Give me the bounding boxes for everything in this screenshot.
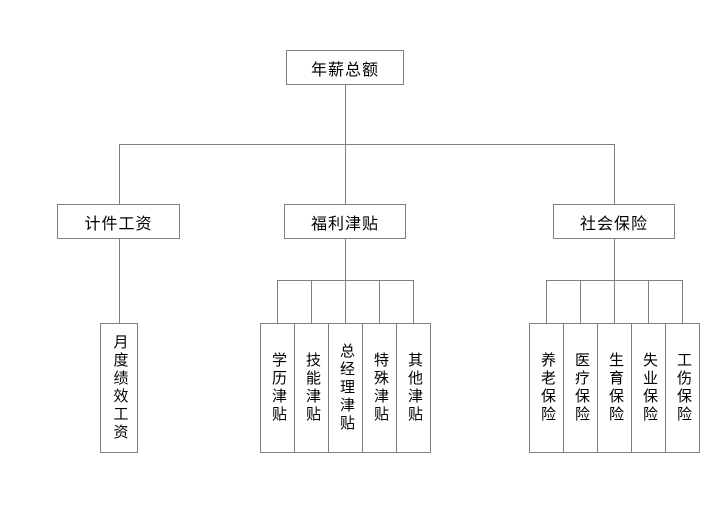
node-social-insurance: 社会保险 <box>553 204 675 239</box>
connector-welfare-stem <box>345 239 346 280</box>
connector-insurance-drop-4 <box>648 280 649 323</box>
node-welfare-allowance: 福利津贴 <box>284 204 406 239</box>
connector-insurance-drop-3 <box>614 280 615 323</box>
node-label: 其他津贴 <box>406 352 422 424</box>
connector-piece-wage-child <box>119 239 120 323</box>
node-label: 月度绩效工资 <box>111 334 128 442</box>
node-label: 生育保险 <box>607 352 623 424</box>
connector-insurance-stem <box>614 239 615 280</box>
node-label: 学历津贴 <box>270 352 286 424</box>
node-label: 年薪总额 <box>310 61 379 79</box>
connector-branch2-drop <box>345 144 346 204</box>
connector-welfare-drop-3 <box>345 280 346 323</box>
connector-insurance-drop-2 <box>580 280 581 323</box>
node-label: 计件工资 <box>84 215 153 233</box>
connector-root-stem <box>345 85 346 144</box>
node-pension-insurance: 养老保险 <box>529 323 564 453</box>
node-label: 总经理津贴 <box>338 343 354 433</box>
connector-main-rail <box>119 144 615 145</box>
node-label: 失业保险 <box>641 352 657 424</box>
node-unemployment-insurance: 失业保险 <box>631 323 666 453</box>
connector-branch1-drop <box>119 144 120 204</box>
connector-branch3-drop <box>614 144 615 204</box>
connector-insurance-drop-5 <box>682 280 683 323</box>
node-label: 社会保险 <box>579 215 648 233</box>
node-label: 医疗保险 <box>573 352 589 424</box>
connector-welfare-drop-4 <box>379 280 380 323</box>
connector-welfare-drop-5 <box>413 280 414 323</box>
node-monthly-performance-wage: 月度绩效工资 <box>100 323 138 453</box>
node-general-manager-allowance: 总经理津贴 <box>328 323 363 453</box>
connector-insurance-drop-1 <box>546 280 547 323</box>
node-piece-wage: 计件工资 <box>57 204 180 239</box>
node-label: 养老保险 <box>539 352 555 424</box>
connector-welfare-drop-1 <box>277 280 278 323</box>
connector-welfare-drop-2 <box>311 280 312 323</box>
node-label: 工伤保险 <box>675 352 691 424</box>
node-other-allowance: 其他津贴 <box>396 323 431 453</box>
node-medical-insurance: 医疗保险 <box>563 323 598 453</box>
node-work-injury-insurance: 工伤保险 <box>665 323 700 453</box>
node-education-allowance: 学历津贴 <box>260 323 295 453</box>
node-label: 技能津贴 <box>304 352 320 424</box>
node-skill-allowance: 技能津贴 <box>294 323 329 453</box>
node-label: 特殊津贴 <box>372 352 388 424</box>
node-special-allowance: 特殊津贴 <box>362 323 397 453</box>
node-annual-salary-total: 年薪总额 <box>286 50 404 85</box>
node-label: 福利津贴 <box>310 215 379 233</box>
node-maternity-insurance: 生育保险 <box>597 323 632 453</box>
